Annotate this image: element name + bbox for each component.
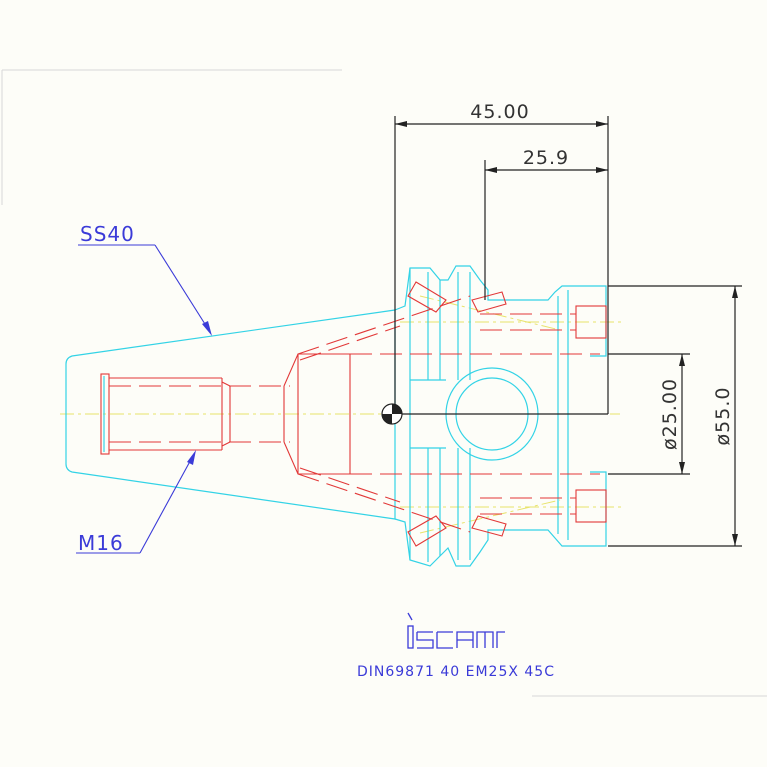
thread-callout bbox=[76, 450, 196, 554]
dimension-lines bbox=[381, 116, 742, 547]
callout-thread-label: M16 bbox=[78, 531, 124, 555]
internal-features bbox=[100, 281, 607, 547]
dimension-diameter-small: ø25.00 bbox=[659, 378, 681, 450]
iscar-logo bbox=[407, 612, 505, 649]
center-lines bbox=[60, 295, 622, 534]
taper-shank-outline bbox=[65, 309, 396, 520]
frame-lines bbox=[1, 69, 767, 697]
dimension-width-total: 45.00 bbox=[470, 101, 529, 123]
taper-callout bbox=[78, 244, 212, 336]
dimension-diameter-large: ø55.0 bbox=[712, 387, 734, 446]
callout-taper-label: SS40 bbox=[80, 222, 135, 246]
dimension-width-partial: 25.9 bbox=[523, 147, 569, 169]
tool-designation: DIN69871 40 EM25X 45C bbox=[357, 664, 555, 680]
